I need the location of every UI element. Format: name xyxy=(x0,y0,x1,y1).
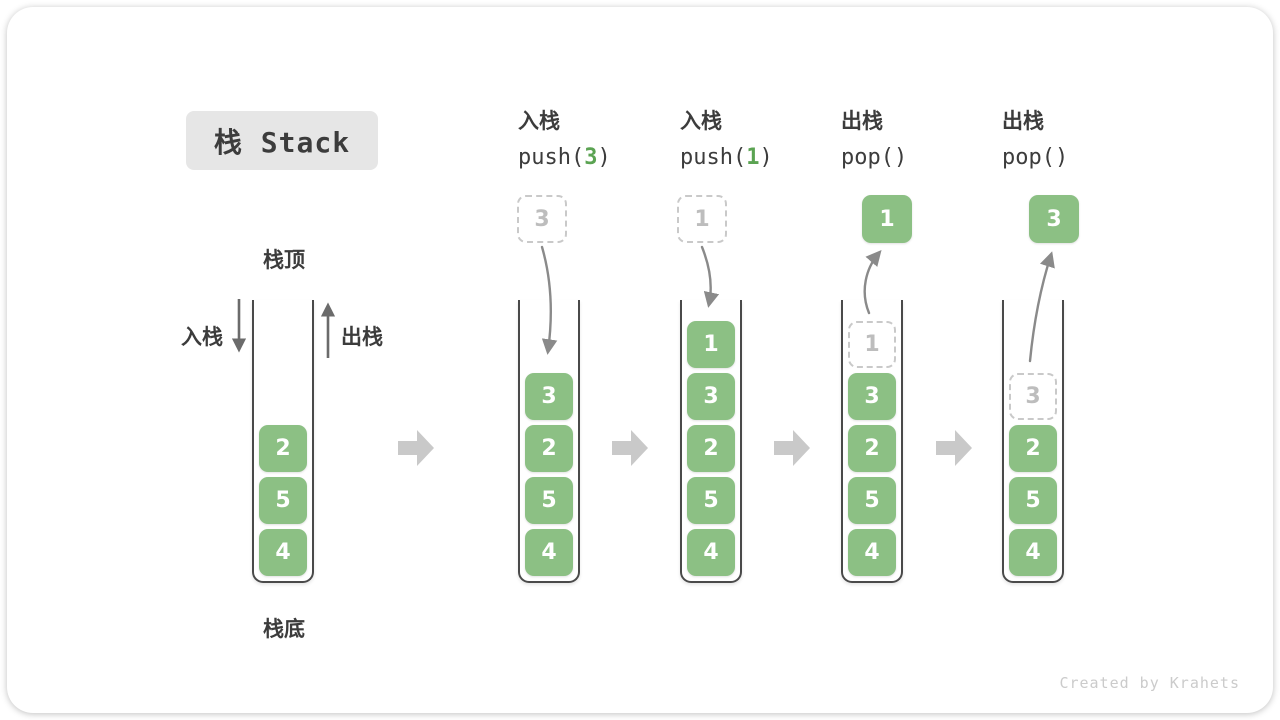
stack-item: 2 xyxy=(1009,425,1057,472)
stack-item: 4 xyxy=(1009,529,1057,576)
op-code-arg: 3 xyxy=(584,145,598,170)
op-code-post: ) xyxy=(1054,145,1069,170)
op-label-stage-3: 出栈 pop() xyxy=(841,104,1001,176)
stack-top-label: 栈顶 xyxy=(263,248,305,272)
stack-container-initial xyxy=(252,300,314,583)
op-code-post: ) xyxy=(759,145,773,170)
stack-item: 3 xyxy=(525,373,573,420)
pop-side-label: 出栈 xyxy=(341,325,383,349)
stack-item: 2 xyxy=(525,425,573,472)
op-name: 出栈 xyxy=(1002,109,1044,133)
stack-item: 4 xyxy=(687,529,735,576)
stack-item: 4 xyxy=(848,529,896,576)
floating-item-dashed: 1 xyxy=(677,195,727,243)
stack-item: 5 xyxy=(259,477,307,524)
stack-bottom-label: 栈底 xyxy=(263,617,305,641)
stack-item: 1 xyxy=(687,321,735,368)
op-code-arg: 1 xyxy=(746,145,760,170)
op-code: push(3) xyxy=(518,139,678,176)
op-name: 入栈 xyxy=(680,109,722,133)
push-side-label: 入栈 xyxy=(181,325,223,349)
stack-item: 2 xyxy=(687,425,735,472)
op-code-pre: pop( xyxy=(1002,145,1055,170)
stack-container-stage-3 xyxy=(841,300,903,583)
op-code: pop() xyxy=(1002,139,1162,176)
stack-item: 5 xyxy=(687,477,735,524)
op-code-pre: push( xyxy=(518,145,585,170)
watermark: Created by Krahets xyxy=(1059,674,1240,692)
op-label-stage-4: 出栈 pop() xyxy=(1002,104,1162,176)
floating-item-dashed: 3 xyxy=(517,195,567,243)
stack-container-stage-4 xyxy=(1002,300,1064,583)
op-label-stage-2: 入栈 push(1) xyxy=(680,104,840,176)
stack-item: 5 xyxy=(525,477,573,524)
stack-item: 3 xyxy=(687,373,735,420)
op-code-post: ) xyxy=(597,145,611,170)
stack-item: 2 xyxy=(848,425,896,472)
stack-item: 4 xyxy=(259,529,307,576)
op-code-post: ) xyxy=(893,145,908,170)
stack-item: 4 xyxy=(525,529,573,576)
op-code-pre: pop( xyxy=(841,145,894,170)
diagram-title: 栈 Stack xyxy=(213,125,351,159)
floating-item-popped: 3 xyxy=(1029,195,1079,243)
stack-container-stage-1 xyxy=(518,300,580,583)
floating-item-popped: 1 xyxy=(862,195,912,243)
stack-item: 5 xyxy=(848,477,896,524)
stack-item: 2 xyxy=(259,425,307,472)
stack-container-stage-2 xyxy=(680,300,742,583)
op-code: push(1) xyxy=(680,139,840,176)
op-code-pre: push( xyxy=(680,145,747,170)
stack-item: 5 xyxy=(1009,477,1057,524)
stack-item-dashed: 1 xyxy=(848,321,896,368)
op-name: 出栈 xyxy=(841,109,883,133)
op-name: 入栈 xyxy=(518,109,560,133)
stack-item: 3 xyxy=(848,373,896,420)
op-code: pop() xyxy=(841,139,1001,176)
op-label-stage-1: 入栈 push(3) xyxy=(518,104,678,176)
diagram-title-box: 栈 Stack xyxy=(186,111,378,170)
stack-item-dashed: 3 xyxy=(1009,373,1057,420)
